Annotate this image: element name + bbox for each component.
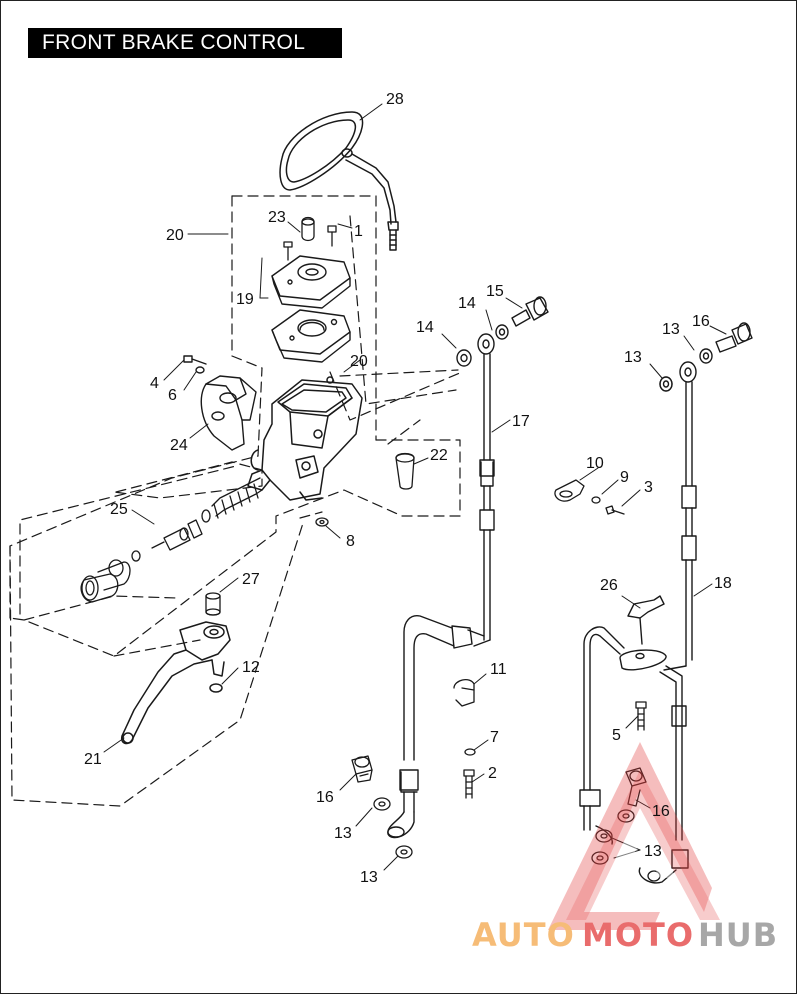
callout-6: 6 bbox=[168, 387, 177, 404]
callout-26: 26 bbox=[600, 577, 618, 594]
callout-3: 3 bbox=[644, 479, 653, 496]
clip-11-part bbox=[453, 678, 475, 707]
callout-14-left: 14 bbox=[416, 319, 434, 336]
callout-13-lower: 13 bbox=[644, 843, 662, 860]
piston-assembly-part bbox=[80, 477, 263, 603]
callout-7: 7 bbox=[490, 729, 499, 746]
reservoir-cover-part bbox=[271, 255, 351, 363]
callout-16-right: 16 bbox=[692, 313, 710, 330]
master-cylinder-part bbox=[247, 376, 363, 501]
callout-25: 25 bbox=[110, 501, 128, 518]
assembly-dashed-outline bbox=[9, 195, 463, 807]
callout-16-middle: 16 bbox=[316, 789, 334, 806]
screw-5-part bbox=[635, 701, 647, 731]
washer-8-part bbox=[315, 517, 329, 527]
watermark-text-auto: AUTO bbox=[472, 916, 575, 954]
callout-4: 4 bbox=[150, 375, 159, 392]
callout-28: 28 bbox=[386, 91, 404, 108]
watermark-text-hub: HUB bbox=[698, 916, 778, 954]
brake-line-18-part bbox=[579, 322, 753, 884]
callout-2: 2 bbox=[488, 765, 497, 782]
leader-lines bbox=[103, 103, 727, 871]
banjo-bolt-16-right-part bbox=[625, 767, 647, 807]
cover-screws-part bbox=[283, 216, 337, 261]
callout-5: 5 bbox=[612, 727, 621, 744]
washers-13-middle-part bbox=[373, 797, 413, 859]
banjo-bolt-16-part bbox=[351, 755, 373, 783]
callout-17: 17 bbox=[512, 413, 530, 430]
callout-13-middle-b: 13 bbox=[360, 869, 378, 886]
brake-line-17-part bbox=[387, 296, 549, 839]
bushing-part bbox=[205, 592, 221, 616]
watermark-logo: AUTO MOTO HUB bbox=[472, 742, 778, 954]
washer-7-part bbox=[464, 748, 476, 756]
callout-13-right-a: 13 bbox=[624, 349, 642, 366]
washers-13-right-part bbox=[591, 376, 673, 882]
callout-12: 12 bbox=[242, 659, 260, 676]
brake-lever-part bbox=[120, 621, 231, 745]
callout-15: 15 bbox=[486, 283, 504, 300]
mirror-part bbox=[279, 111, 399, 251]
pin-part bbox=[395, 452, 415, 490]
callout-20-mid: 20 bbox=[350, 353, 368, 370]
callout-1: 1 bbox=[354, 223, 363, 240]
page-title: FRONT BRAKE CONTROL bbox=[28, 28, 342, 58]
callout-18: 18 bbox=[714, 575, 732, 592]
screw-3-part bbox=[605, 505, 625, 515]
watermark-text-moto: MOTO bbox=[582, 916, 694, 954]
callout-20-top: 20 bbox=[166, 227, 184, 244]
clip-10-part bbox=[554, 479, 585, 502]
callout-23: 23 bbox=[268, 209, 286, 226]
callout-27: 27 bbox=[242, 571, 260, 588]
callout-labels: 28 20 23 1 19 20 4 6 24 25 8 22 27 12 21… bbox=[84, 91, 732, 886]
callout-13-middle-a: 13 bbox=[334, 825, 352, 842]
screw-2-part bbox=[463, 769, 475, 799]
callout-10: 10 bbox=[586, 455, 604, 472]
callout-14-right: 14 bbox=[458, 295, 476, 312]
callout-13-right-b: 13 bbox=[662, 321, 680, 338]
callout-8: 8 bbox=[346, 533, 355, 550]
callout-19: 19 bbox=[236, 291, 254, 308]
clamp-part bbox=[183, 355, 257, 451]
callout-22: 22 bbox=[430, 447, 448, 464]
callout-9: 9 bbox=[620, 469, 629, 486]
callout-11: 11 bbox=[490, 661, 507, 678]
callout-24: 24 bbox=[170, 437, 188, 454]
callout-21: 21 bbox=[84, 751, 102, 768]
washer-9-part bbox=[591, 496, 601, 504]
callout-16-lower: 16 bbox=[652, 803, 670, 820]
